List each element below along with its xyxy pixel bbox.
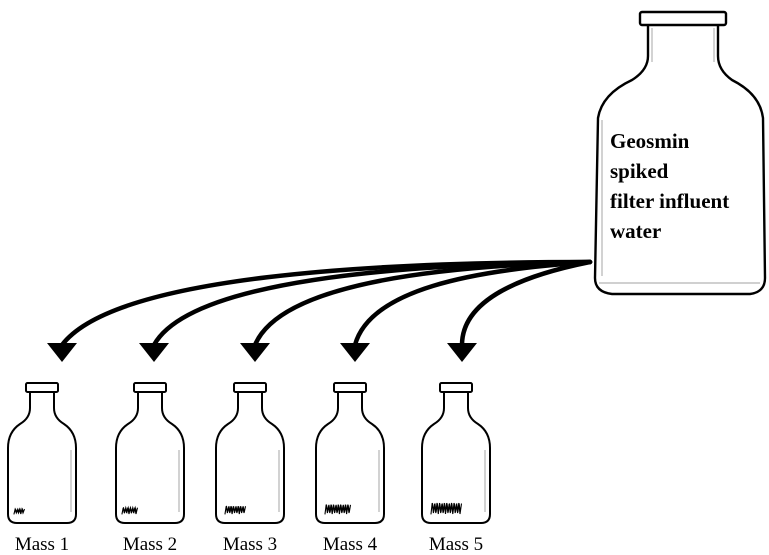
sample-bottles: Mass 1 Mass 2 Mass 3 Mass 4 Mass 5	[7, 382, 491, 555]
sample-bottle-body	[115, 391, 185, 524]
arrow-to-mass-3	[252, 259, 593, 348]
sample-bottle-body	[215, 391, 285, 524]
sediment-mark	[324, 504, 352, 515]
arrowhead-mass-5	[447, 343, 477, 362]
sample-bottle-label: Mass 2	[123, 534, 177, 555]
arrow-to-mass-5	[459, 259, 593, 348]
sample-bottle-label: Mass 5	[429, 534, 483, 555]
sample-bottle-label: Mass 3	[223, 534, 277, 555]
source-label-line-3: filter influent	[610, 189, 729, 213]
sample-bottle-2: Mass 2	[115, 382, 185, 555]
source-label-line-2: spiked	[610, 159, 669, 183]
sample-bottle-body	[421, 391, 491, 524]
sample-bottle-lip	[133, 382, 167, 393]
transfer-arrows	[47, 259, 593, 362]
sample-bottle-label: Mass 1	[15, 534, 69, 555]
arrow-to-mass-4	[352, 259, 593, 348]
sample-bottle-1: Mass 1	[7, 382, 77, 555]
sample-bottle-5: Mass 5	[421, 382, 491, 555]
arrow-to-mass-2	[151, 259, 593, 348]
source-bottle: Geosmin spiked filter influent water	[593, 10, 767, 296]
sample-bottle-body	[315, 391, 385, 524]
arrowhead-mass-4	[340, 343, 370, 362]
sediment-mark	[13, 507, 26, 515]
sample-bottle-3: Mass 3	[215, 382, 285, 555]
sample-bottle-4: Mass 4	[315, 382, 385, 555]
sample-bottle-label: Mass 4	[323, 534, 378, 555]
source-bottle-label: Geosmin spiked filter influent water	[610, 129, 734, 243]
source-bottle-lip	[638, 10, 728, 27]
arrow-to-mass-1	[59, 259, 593, 348]
sample-bottle-lip	[333, 382, 367, 393]
source-label-line-4: water	[610, 219, 661, 243]
sample-bottle-lip	[25, 382, 59, 393]
sample-bottle-body	[7, 391, 77, 524]
arrowhead-mass-3	[240, 343, 270, 362]
arrowhead-mass-2	[139, 343, 169, 362]
source-label-line-1: Geosmin	[610, 129, 690, 153]
arrowhead-mass-1	[47, 343, 77, 362]
sample-bottle-lip	[439, 382, 473, 393]
sample-bottle-lip	[233, 382, 267, 393]
sediment-mark	[224, 505, 247, 515]
sediment-mark	[430, 502, 463, 515]
source-bottle-body	[593, 22, 767, 296]
sediment-mark	[121, 505, 139, 515]
